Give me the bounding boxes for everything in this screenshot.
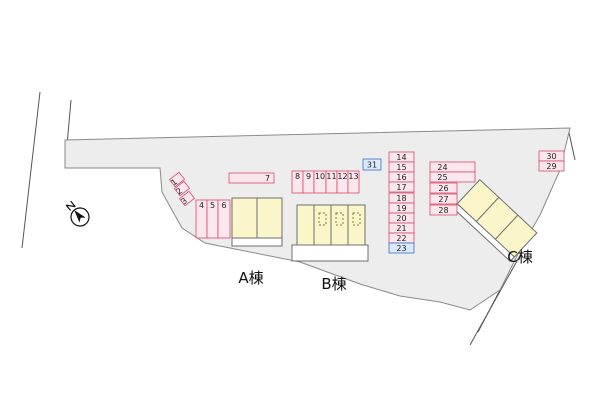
parking-stall: 29 — [538, 160, 565, 172]
building-b — [291, 204, 369, 262]
parking-stall: 14 — [388, 151, 415, 163]
stall-number: 10 — [315, 172, 325, 181]
building-a — [231, 197, 283, 247]
parking-stall: 30 — [538, 150, 565, 162]
parking-stall: 25 — [429, 171, 476, 183]
parking-stall: 8 — [291, 170, 304, 194]
parking-stall: 11 — [325, 170, 338, 194]
buildings-layer — [231, 178, 538, 263]
stall-number: 6 — [221, 201, 226, 210]
parking-stall: 5 — [206, 199, 219, 239]
parking-stall: 27 — [429, 193, 458, 205]
stall-number: 17 — [396, 183, 406, 192]
parking-stall: 17 — [388, 181, 415, 193]
building-label-b: B棟 — [321, 275, 346, 293]
parking-stall: 1 — [168, 171, 186, 187]
stall-number: 15 — [396, 163, 406, 172]
stall-number: 18 — [396, 194, 406, 203]
parking-stall: 13 — [347, 170, 360, 194]
parking-stall: 2 — [173, 180, 191, 196]
parking-stall: 23 — [388, 242, 415, 254]
parking-stall: 10 — [313, 170, 327, 194]
stall-number: 28 — [438, 206, 448, 215]
parking-stall: 22 — [388, 232, 415, 244]
parking-stall: 12 — [336, 170, 349, 194]
stall-number: 5 — [210, 201, 215, 210]
building-c — [452, 178, 538, 263]
stall-number: 23 — [396, 244, 406, 253]
building-labels: A棟 B棟 C棟 — [238, 248, 532, 293]
north-arrow-icon — [65, 200, 90, 227]
parking-stall: 4 — [195, 199, 208, 239]
parking-stall: 15 — [388, 161, 415, 173]
stall-number: 19 — [396, 204, 406, 213]
stall-number: 16 — [396, 173, 406, 182]
stall-number: 8 — [295, 172, 300, 181]
parking-stall: 20 — [388, 212, 415, 224]
stall-number: 27 — [438, 195, 448, 204]
stall-number: 31 — [367, 161, 377, 170]
parking-stall: 19 — [388, 202, 415, 214]
stall-number: 29 — [546, 162, 556, 171]
stall-number: 11 — [326, 172, 336, 181]
stall-number: 9 — [306, 172, 311, 181]
parking-stall: 26 — [429, 182, 458, 194]
parking-stall: 3 — [178, 190, 196, 206]
parking-stall: 6 — [217, 199, 231, 239]
stall-number: 3 — [179, 196, 189, 206]
stall-number: 7 — [265, 174, 270, 183]
parking-stall: 31 — [362, 158, 382, 171]
parking-stall: 7 — [228, 172, 275, 184]
stall-number: 22 — [396, 234, 406, 243]
stall-number: 14 — [396, 153, 406, 162]
stall-number: 30 — [546, 152, 556, 161]
stall-number: 24 — [437, 163, 447, 172]
stall-number: 21 — [396, 224, 406, 233]
stall-number: 25 — [437, 173, 447, 182]
stall-number: 26 — [438, 184, 448, 193]
stall-number: 12 — [337, 172, 347, 181]
building-label-c: C棟 — [507, 248, 532, 266]
parking-stall: 24 — [429, 161, 476, 173]
stall-number: 13 — [348, 172, 358, 181]
parking-stall: 21 — [388, 222, 415, 234]
parking-stall: 28 — [429, 204, 458, 216]
road-edge — [477, 289, 501, 333]
parking-stall: 16 — [388, 171, 415, 183]
road-edge — [21, 91, 41, 249]
parking-stall: 18 — [388, 192, 415, 204]
stall-number: 20 — [396, 214, 406, 223]
stall-number: 2 — [174, 186, 184, 196]
building-label-a: A棟 — [238, 269, 263, 287]
parking-stall: 9 — [302, 170, 315, 194]
stall-number: 1 — [169, 177, 179, 187]
stall-number: 4 — [199, 201, 204, 210]
